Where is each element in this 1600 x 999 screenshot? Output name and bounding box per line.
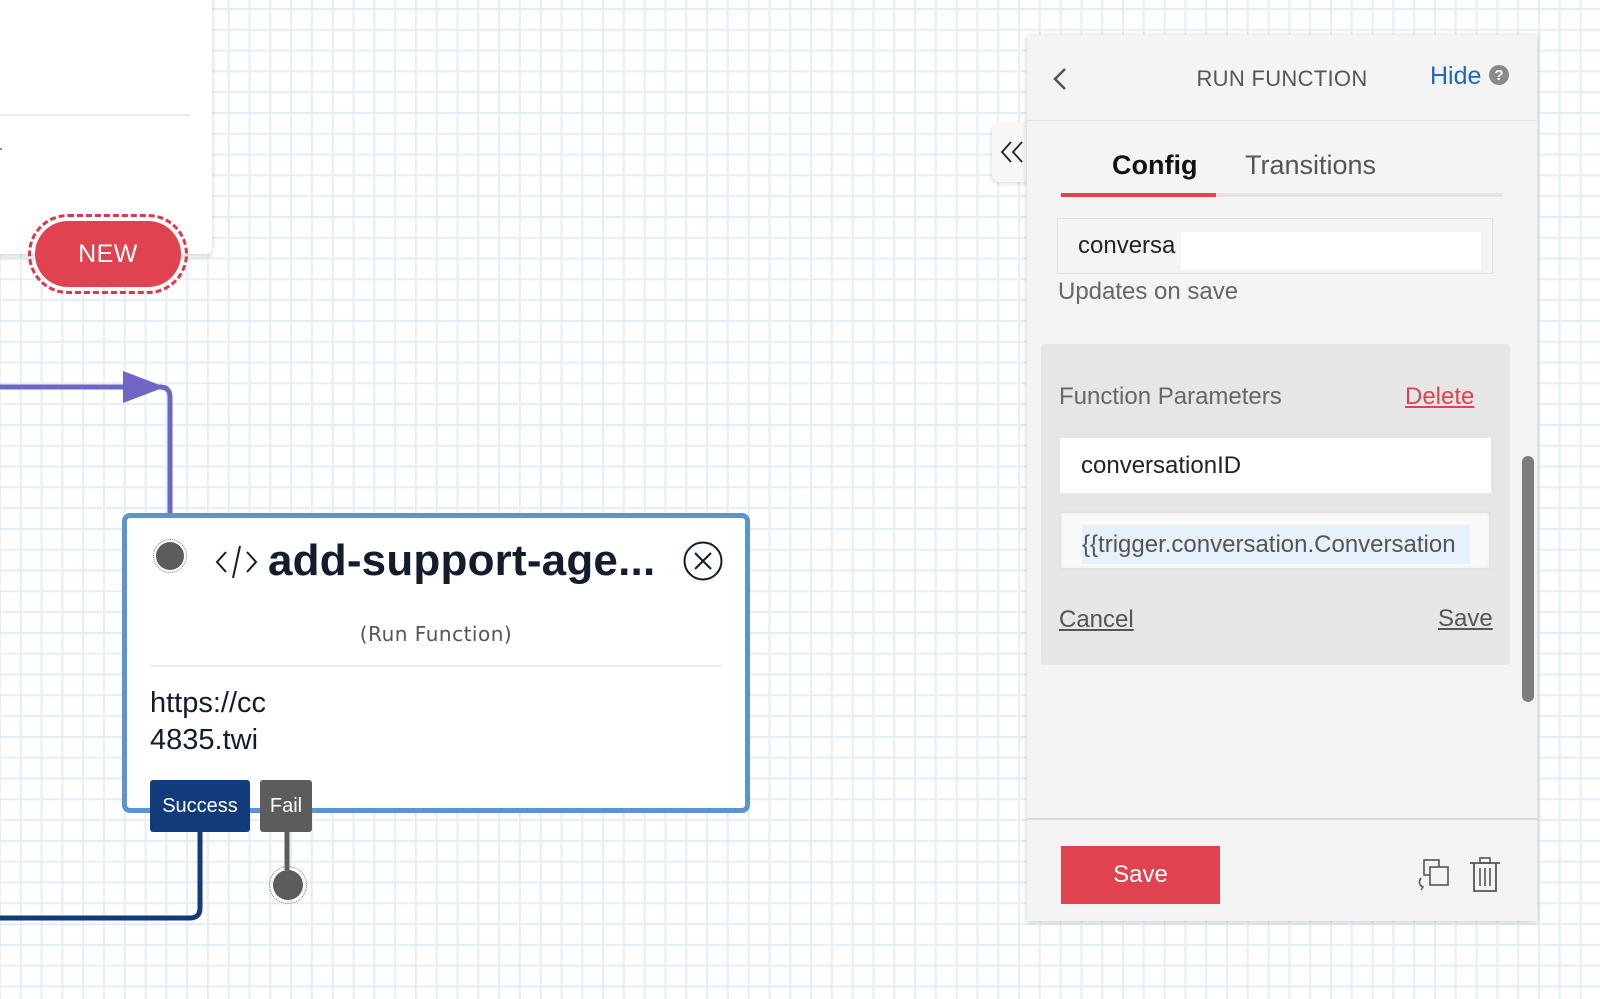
panel-title: RUN FUNCTION	[1196, 66, 1368, 91]
card-divider	[0, 114, 190, 116]
node-divider	[150, 665, 722, 667]
arrow-head-icon	[123, 371, 165, 403]
success-wire	[0, 830, 203, 921]
node-type-label: (Run Function)	[359, 622, 513, 646]
url-line-2: 4835.twi	[150, 724, 259, 756]
transition-fail[interactable]: Fail	[260, 780, 312, 832]
tab-transitions[interactable]: Transitions	[1245, 150, 1377, 180]
updates-on-save-note: Updates on save	[1058, 278, 1239, 305]
function-parameters-section: Function Parameters Delete conversationI…	[1041, 344, 1510, 665]
save-button[interactable]: Save	[1061, 846, 1220, 904]
double-chevron-left-icon	[1000, 141, 1023, 163]
help-icon[interactable]: ?	[1489, 65, 1509, 85]
node-function-url: https://cc 4835.twi	[150, 685, 270, 759]
panel-tabs: Config Transitions	[1061, 145, 1502, 197]
config-panel: RUN FUNCTION Hide ? Config Transitions c…	[1027, 35, 1537, 921]
save-parameter-link[interactable]: Save	[1438, 605, 1493, 632]
selected-text: {{trigger.conversation.Conversation	[1082, 525, 1470, 564]
panel-header: RUN FUNCTION Hide ?	[1027, 35, 1537, 121]
node-input-port[interactable]	[153, 539, 187, 573]
run-function-node[interactable]	[122, 513, 750, 813]
parameter-key-input[interactable]: conversationID	[1060, 438, 1491, 493]
collapse-panel-button[interactable]	[992, 122, 1032, 182]
connection-wires	[0, 371, 290, 921]
duplicate-icon[interactable]	[1415, 858, 1451, 892]
back-chevron-icon[interactable]	[1049, 65, 1071, 93]
panel-scrollbar[interactable]	[1522, 456, 1534, 702]
parameter-value-input[interactable]: {{trigger.conversation.Conversation	[1059, 511, 1491, 570]
panel-footer: Save	[1027, 818, 1537, 923]
code-icon	[215, 545, 258, 579]
new-badge[interactable]: NEW	[35, 221, 181, 287]
widget-name-value: conversa	[1078, 232, 1176, 259]
trash-icon[interactable]	[1468, 856, 1502, 894]
tab-config[interactable]: Config	[1112, 150, 1198, 180]
parameter-key-value: conversationID	[1081, 452, 1242, 479]
close-icon[interactable]	[682, 540, 724, 582]
active-tab-indicator	[1061, 193, 1216, 197]
cancel-parameter-link[interactable]: Cancel	[1059, 606, 1134, 633]
incoming-wire	[0, 384, 173, 530]
parameter-value-text: {{trigger.conversation.Conversation	[1082, 531, 1456, 558]
new-badge-focus-ring	[28, 214, 188, 294]
url-line-1: https://cc	[150, 687, 267, 719]
previous-node-card[interactable]	[0, 0, 212, 254]
function-parameters-label: Function Parameters	[1059, 383, 1282, 410]
node-title: add-support-age...	[268, 536, 656, 585]
fail-output-port[interactable]	[269, 866, 307, 904]
card-text-fragment	[0, 148, 2, 150]
transition-success[interactable]: Success	[150, 780, 250, 832]
hide-panel-link[interactable]: Hide	[1430, 62, 1482, 90]
widget-name-input[interactable]: conversa	[1057, 218, 1493, 274]
input-overlay	[1181, 232, 1481, 270]
delete-parameter-link[interactable]: Delete	[1405, 383, 1475, 410]
